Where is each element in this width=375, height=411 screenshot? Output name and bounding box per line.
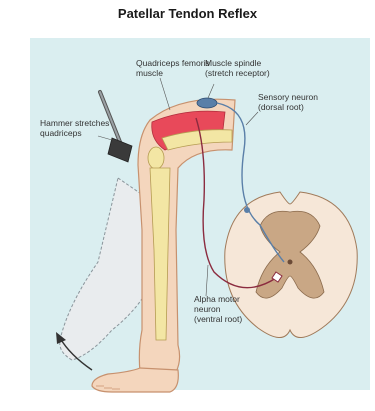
label-spindle: Muscle spindle (stretch receptor)	[205, 58, 270, 78]
muscle-spindle	[197, 98, 217, 108]
patella-bone	[148, 147, 164, 169]
dorsal-root-ganglion	[244, 207, 250, 213]
